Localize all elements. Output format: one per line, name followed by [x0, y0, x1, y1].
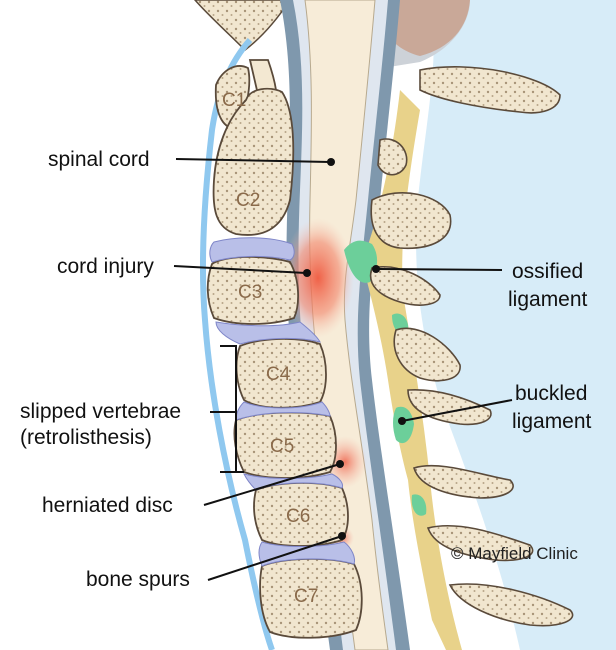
label-bone-spurs: bone spurs: [86, 568, 190, 591]
skull-bone: [195, 0, 290, 50]
label-ossified-ligament: ligament: [508, 288, 588, 311]
vertebra-label-c3: C3: [238, 282, 262, 303]
credit-watermark: © Mayfield Clinic: [451, 544, 578, 563]
label-buckled: buckled: [515, 382, 587, 405]
vertebra-label-c7: C7: [294, 586, 318, 607]
label-herniated-disc: herniated disc: [42, 494, 173, 517]
vertebra-label-c6: C6: [286, 506, 310, 527]
label-retrolisthesis: (retrolisthesis): [20, 426, 152, 449]
label-spinal-cord: spinal cord: [48, 148, 150, 171]
label-buckled-ligament: ligament: [512, 410, 592, 433]
vertebra-label-c5: C5: [270, 436, 294, 457]
vertebra-label-c1: C1: [222, 90, 246, 111]
label-cord-injury: cord injury: [57, 255, 154, 278]
label-slipped-vertebrae: slipped vertebrae: [20, 400, 181, 423]
vertebra-label-c4: C4: [266, 364, 291, 385]
vertebra-label-c2: C2: [236, 190, 260, 211]
label-ossified: ossified: [512, 260, 583, 283]
